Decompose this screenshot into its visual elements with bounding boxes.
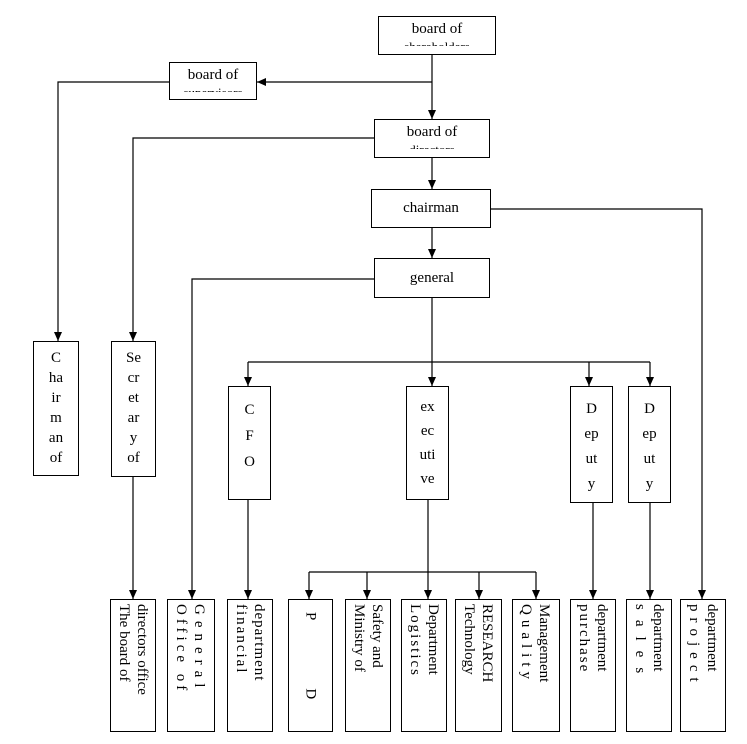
- box-line: C: [50, 350, 61, 366]
- executive-box: ex ec uti ve: [406, 386, 449, 500]
- dept-label: Technology: [461, 604, 477, 675]
- box-label: board of: [187, 67, 239, 83]
- dept-label: financial: [233, 604, 249, 675]
- box-line: ir: [51, 390, 61, 406]
- general-box: general: [374, 258, 490, 298]
- box-line: ep: [584, 426, 599, 442]
- dept-financial: financial department: [227, 599, 273, 732]
- dept-label: Office of: [173, 604, 189, 695]
- box-line: F: [245, 428, 254, 444]
- box-line: ar: [127, 410, 140, 426]
- box-label: chairman: [403, 200, 459, 216]
- dept-label: Department: [425, 604, 441, 675]
- board-of-directors-box: board of directors: [374, 119, 490, 158]
- box-label: general: [409, 269, 455, 286]
- dept-label: department: [704, 604, 720, 672]
- dept-technology: Technology RESEARCH: [455, 599, 502, 732]
- box-line: an: [48, 430, 64, 446]
- box-line: ep: [642, 426, 657, 442]
- dept-label: department: [650, 604, 666, 672]
- dept-label: purchase: [576, 604, 592, 674]
- board-of-shareholders-box: board of shareholders: [378, 16, 496, 55]
- dept-label: sales: [632, 604, 648, 684]
- box-line: y: [587, 476, 596, 492]
- box-sublabel: directors: [409, 143, 454, 149]
- box-sublabel: shareholders: [404, 40, 470, 46]
- dept-purchase: purchase department: [570, 599, 616, 732]
- chairman-of-box: C ha ir m an of: [33, 341, 79, 476]
- box-line: uti: [419, 447, 436, 463]
- box-line: m: [50, 410, 62, 426]
- box-line: ex: [420, 399, 435, 415]
- dept-label: Logistics: [407, 604, 423, 677]
- box-line: ec: [420, 423, 435, 439]
- dept-board-directors-office: The board of directors office: [110, 599, 156, 732]
- box-line: ve: [420, 471, 435, 487]
- box-line: C: [244, 402, 255, 418]
- dept-label-p: P: [302, 612, 319, 689]
- dept-logistics: Logistics Department: [401, 599, 447, 732]
- dept-pd: PD: [288, 599, 333, 732]
- dept-label: Management: [536, 604, 552, 683]
- box-line: of: [49, 450, 63, 466]
- box-line: ut: [585, 451, 598, 467]
- box-line: D: [586, 401, 597, 417]
- dept-label: directors office: [134, 604, 150, 695]
- box-label: board of: [411, 21, 463, 37]
- dept-office-of-general: Office of General: [167, 599, 215, 732]
- dept-sales: sales department: [626, 599, 672, 732]
- dept-label: project: [686, 604, 702, 688]
- box-line: Se: [126, 350, 141, 366]
- box-line: et: [128, 390, 139, 406]
- chairman-box: chairman: [371, 189, 491, 228]
- secretary-of-box: Se cr et ar y of: [111, 341, 156, 477]
- box-line: ut: [643, 451, 656, 467]
- dept-project: project department: [680, 599, 726, 732]
- box-label: board of: [406, 124, 458, 140]
- cfo-box: C F O: [228, 386, 271, 500]
- dept-safety: Ministry of Safety and: [345, 599, 391, 732]
- dept-label: RESEARCH: [479, 604, 495, 683]
- dept-label: Safety and: [369, 604, 385, 668]
- dept-label-d: D: [302, 688, 319, 732]
- dept-label: The board of: [116, 604, 132, 682]
- deputy-box-1: D ep ut y: [570, 386, 613, 503]
- box-line: y: [129, 430, 138, 446]
- dept-label: Quality: [518, 604, 534, 684]
- box-line: y: [645, 476, 654, 492]
- dept-label: PD: [302, 600, 320, 731]
- box-sublabel: supervisors: [183, 86, 242, 92]
- deputy-box-2: D ep ut y: [628, 386, 671, 503]
- dept-label: Ministry of: [351, 604, 367, 672]
- dept-quality: Quality Management: [512, 599, 560, 732]
- box-line: D: [644, 401, 655, 417]
- box-line: ha: [48, 370, 64, 386]
- dept-label: General: [191, 604, 207, 694]
- box-line: O: [244, 454, 255, 470]
- box-line: of: [127, 450, 140, 466]
- dept-label: department: [594, 604, 610, 672]
- board-of-supervisors-box: board of supervisors: [169, 62, 257, 100]
- dept-label: department: [251, 604, 267, 682]
- box-line: cr: [127, 370, 140, 386]
